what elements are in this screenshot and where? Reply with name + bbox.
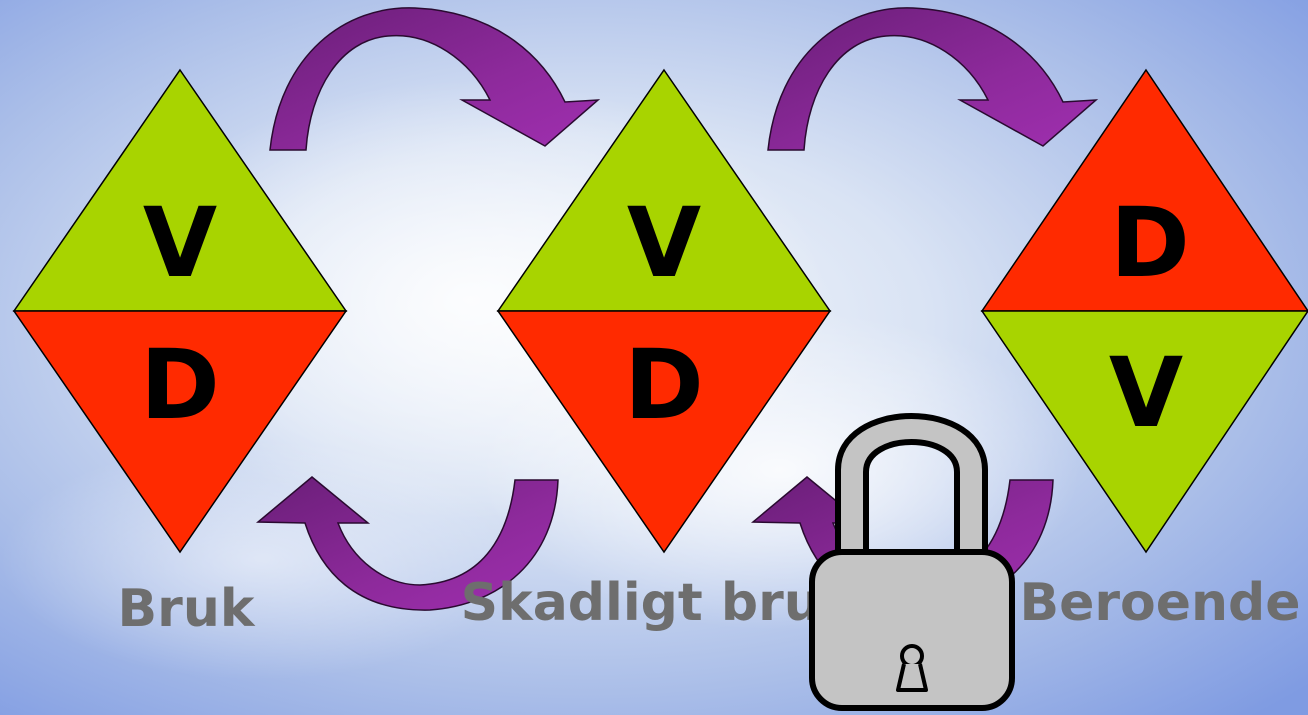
diamond-bottom-half <box>496 310 832 554</box>
stage-3-caption: Beroende <box>1019 573 1300 633</box>
curved-arrow-icon <box>255 476 559 611</box>
cloud-shape <box>0 440 520 680</box>
stage-2-caption: Skadligt bruk <box>461 573 857 633</box>
stage-2-bottom-letter: D <box>624 329 704 441</box>
stage-1-caption: Bruk <box>118 579 256 639</box>
stage-3-top-letter: D <box>1110 187 1190 299</box>
curved-arrow-icon <box>767 7 1099 151</box>
keyhole-icon <box>896 644 928 692</box>
diamond-bottom-half <box>980 310 1308 554</box>
stage-2-top-letter: V <box>627 187 701 299</box>
padlock-icon <box>809 413 1015 711</box>
stage-1-top-letter: V <box>143 187 217 299</box>
stage-diamond-2: V D <box>496 68 832 554</box>
stage-diamond-3: D V <box>980 68 1308 554</box>
stage-1-bottom-letter: D <box>140 329 220 441</box>
stage-diamond-1: V D <box>12 68 348 554</box>
curved-arrow-icon <box>269 7 601 151</box>
diamond-bottom-half <box>12 310 348 554</box>
stage-3-bottom-letter: V <box>1109 337 1183 449</box>
